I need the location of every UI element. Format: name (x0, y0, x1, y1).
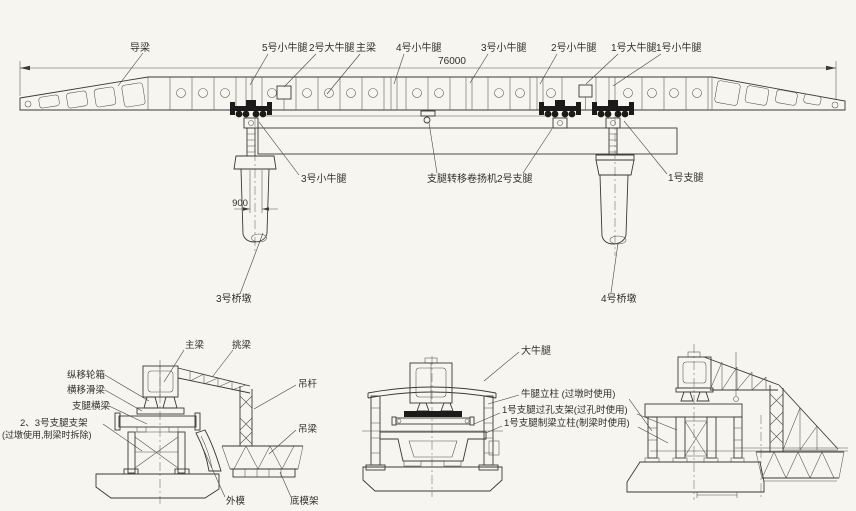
label-dl-hanger-rod: 吊杆 (298, 378, 318, 390)
label-dr-leg1-pass-bracket: 1号支腿过孔支架(过孔时使用) (502, 404, 628, 416)
main-girder (19, 76, 846, 111)
label-corbel-small-5: 5号小牛腿 (262, 41, 308, 54)
label-dl-cantilever: 挑梁 (232, 339, 252, 351)
left-leg-bracket-frame (123, 426, 190, 475)
label-dl-outer-form: 外模 (226, 495, 246, 507)
left-wheel-boxes (143, 396, 178, 409)
support-leg-1 (592, 100, 634, 156)
label-corbel-small-2: 2号小牛腿 (551, 41, 597, 54)
label-dl-bottom-form: 底模架 (290, 495, 319, 507)
label-guide-beam: 导梁 (130, 41, 150, 54)
support-leg-2 (539, 100, 581, 129)
corbel-position-marks (245, 77, 616, 110)
dimension-76000: 76000 (19, 56, 837, 100)
pier-3: 900 (232, 118, 278, 252)
label-corbel-big-2: 2号大牛腿 (309, 41, 355, 54)
label-leg-1: 1号支腿 (668, 172, 704, 184)
shared-right-labels: 牛腿立柱 (过墩时使用) 1号支腿过孔支架(过孔时使用) 1号支腿制梁立柱(制梁… (473, 388, 678, 444)
right-corbel-truss (703, 352, 839, 452)
left-hanger-beam-truss (221, 445, 304, 478)
top-view-labels: 导梁 5号小牛腿 2号大牛腿 主梁 4号小牛腿 3号小牛腿 2号小牛腿 1号大牛… (117, 41, 702, 95)
left-hanger-rod-truss (239, 386, 253, 446)
girder-web-holes (176, 88, 702, 98)
label-dl-hanger-beam: 吊梁 (298, 423, 318, 435)
left-main-girder-section (142, 365, 179, 398)
middle-slide-beams (391, 411, 475, 426)
middle-main-girder-section (409, 357, 454, 412)
mid-view-labels: 3号小牛腿 支腿转移卷扬机 2号支腿 1号支腿 3号桥墩 4号桥墩 (216, 120, 704, 305)
label-dr-leg1-cast-column: 1号支腿制梁立柱(制梁时使用) (504, 417, 630, 429)
left-guide-beam-holes (24, 82, 146, 109)
label-pier-4: 4号桥墩 (601, 292, 637, 305)
label-dl-wheel-box: 纵移轮箱 (67, 369, 105, 381)
label-dl-leg-cross-beam: 支腿横梁 (72, 400, 111, 412)
left-pier-cap (95, 473, 220, 499)
big-corbel-blocks (276, 84, 593, 110)
left-leg-cross-beam (114, 412, 201, 431)
label-main-beam: 主梁 (356, 41, 376, 54)
label-dl-slide-beam: 横移滑梁 (67, 384, 106, 396)
detail-middle-labels: 大牛腿 (483, 344, 551, 382)
right-guide-beam-holes (714, 80, 839, 109)
label-dl-main-beam: 主梁 (185, 339, 205, 351)
right-rails-and-platform (650, 447, 848, 482)
label-dr-corbel-column: 牛腿立柱 (过墩时使用) (521, 388, 615, 400)
label-corbel-small-3: 3号小牛腿 (481, 41, 527, 54)
top-elevation-view: 76000 (19, 41, 846, 305)
pier-4 (595, 116, 635, 256)
label-pier-3: 3号桥墩 (216, 292, 252, 305)
label-leg-2: 2号支腿 (497, 173, 533, 185)
label-corbel-small-4: 4号小牛腿 (396, 41, 442, 54)
dimension-900-value: 900 (232, 198, 248, 209)
dimension-76000-value: 76000 (438, 56, 466, 67)
label-corbel-small-1: 1号小牛腿 (656, 41, 702, 54)
carried-girder (257, 127, 678, 155)
label-corbel-big-1: 1号大牛腿 (611, 41, 657, 54)
leg-transfer-winch (420, 110, 436, 124)
left-outer-form (195, 429, 222, 472)
middle-pier-cap (362, 466, 503, 492)
label-winch: 支腿转移卷扬机 (427, 172, 497, 185)
label-dl-leg-bracket: 2、3号支腿支架 (20, 417, 88, 429)
right-pier-cap (626, 461, 765, 493)
dimension-900: 900 (232, 170, 278, 213)
right-main-girder-section (675, 351, 714, 402)
label-dl-leg-bracket-note: (过墩使用,制梁时拆除) (2, 429, 92, 440)
middle-portal-frame (365, 386, 500, 471)
label-dm-big-corbel: 大牛腿 (521, 344, 551, 357)
label-corbel-small-3-at-leg: 3号小牛腿 (301, 172, 347, 185)
detail-view-right: 牛腿立柱 (过墩时使用) 1号支腿过孔支架(过孔时使用) 1号支腿制梁立柱(制梁… (473, 344, 848, 500)
left-cantilever-truss (177, 367, 251, 394)
detail-view-middle: 大牛腿 (362, 344, 551, 497)
middle-box-girder-section (379, 431, 487, 467)
detail-left-labels: 主梁 挑梁 纵移轮箱 横移滑梁 支腿横梁 2、3号支腿支架 (过墩使用,制梁时拆… (2, 339, 319, 507)
right-leg-support-frame (644, 403, 745, 463)
detail-view-left: 主梁 挑梁 纵移轮箱 横移滑梁 支腿横梁 2、3号支腿支架 (过墩使用,制梁时拆… (2, 339, 319, 507)
left-slide-beam (136, 407, 185, 415)
